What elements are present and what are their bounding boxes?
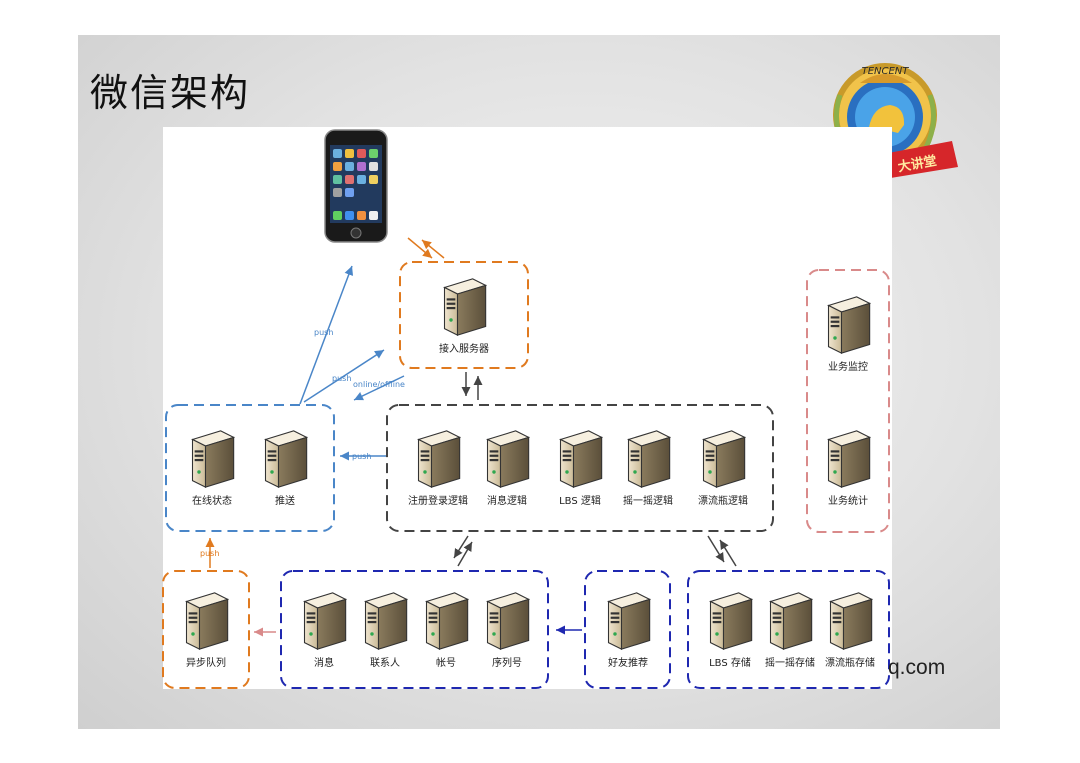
node-label: 帐号 xyxy=(436,658,456,669)
node-contacts-store: 联系人 xyxy=(345,590,425,669)
node-shake-store: 摇一摇存储 xyxy=(750,590,830,669)
node-async-queue: 异步队列 xyxy=(166,590,246,669)
node-label: 在线状态 xyxy=(192,496,232,507)
node-label: 序列号 xyxy=(492,658,522,669)
node-label: 异步队列 xyxy=(186,658,226,669)
server-icon xyxy=(186,428,238,490)
node-label: 推送 xyxy=(275,496,295,507)
node-friend-recommend: 好友推荐 xyxy=(588,590,668,669)
group-logic-border xyxy=(386,404,774,532)
server-icon xyxy=(420,590,472,652)
server-icon xyxy=(602,590,654,652)
node-message-logic: 消息逻辑 xyxy=(467,428,547,507)
node-message-store: 消息 xyxy=(284,590,364,669)
node-drift-bottle-logic: 漂流瓶逻辑 xyxy=(683,428,763,507)
node-label: 业务监控 xyxy=(828,362,868,373)
node-label: 好友推荐 xyxy=(608,658,648,669)
url-fragment-text: q.com xyxy=(888,656,946,679)
badge-top-text: TENCENT xyxy=(862,66,910,77)
group-monitor-border xyxy=(806,269,890,533)
edge-label-push-access: push xyxy=(332,374,351,383)
server-icon xyxy=(359,590,411,652)
server-icon xyxy=(554,428,606,490)
node-business-monitor: 业务监控 xyxy=(808,294,888,373)
node-account-store: 帐号 xyxy=(406,590,486,669)
architecture-diagram xyxy=(163,127,892,689)
node-push: 推送 xyxy=(245,428,325,507)
node-label: 接入服务器 xyxy=(439,344,489,355)
badge-ribbon-text: 大讲堂 xyxy=(897,153,938,176)
node-drift-bottle-store: 漂流瓶存储 xyxy=(810,590,890,669)
edge-label-push-phone: push xyxy=(314,328,333,337)
server-icon xyxy=(481,428,533,490)
node-label: 联系人 xyxy=(370,658,400,669)
node-label: 业务统计 xyxy=(828,496,868,507)
server-icon xyxy=(412,428,464,490)
server-icon xyxy=(298,590,350,652)
node-label: LBS 逻辑 xyxy=(559,496,601,507)
group-access-border xyxy=(399,261,529,369)
server-icon xyxy=(180,590,232,652)
node-online-status: 在线状态 xyxy=(172,428,252,507)
slide-title: 微信架构 xyxy=(90,71,251,115)
node-label: 消息逻辑 xyxy=(487,496,527,507)
edge-label-push-status: push xyxy=(352,452,371,461)
node-label: 消息 xyxy=(314,658,334,669)
server-icon xyxy=(622,428,674,490)
mobile-phone-icon xyxy=(324,129,388,243)
node-lbs-logic: LBS 逻辑 xyxy=(540,428,620,507)
node-label: 摇一摇存储 xyxy=(765,658,815,669)
edge-label-online-offline: online/offline xyxy=(353,380,405,389)
node-label: 注册登录逻辑 xyxy=(408,496,468,507)
server-icon xyxy=(822,294,874,356)
server-icon xyxy=(824,590,876,652)
edge-label-push-queue: push xyxy=(200,549,219,558)
node-label: 漂流瓶存储 xyxy=(825,658,875,669)
server-icon xyxy=(481,590,533,652)
server-icon xyxy=(438,276,490,338)
node-sequence-store: 序列号 xyxy=(467,590,547,669)
node-access-server: 接入服务器 xyxy=(424,276,504,355)
group-status-border xyxy=(165,404,335,532)
server-icon xyxy=(259,428,311,490)
server-icon xyxy=(704,590,756,652)
server-icon xyxy=(764,590,816,652)
group-storage-ext-border xyxy=(687,570,890,689)
node-label: 漂流瓶逻辑 xyxy=(698,496,748,507)
node-label: 摇一摇逻辑 xyxy=(623,496,673,507)
node-lbs-store: LBS 存储 xyxy=(690,590,770,669)
node-register-login-logic: 注册登录逻辑 xyxy=(398,428,478,507)
group-storage-main-border xyxy=(280,570,549,689)
server-icon xyxy=(822,428,874,490)
server-icon xyxy=(697,428,749,490)
node-label: LBS 存储 xyxy=(709,658,751,669)
node-shake-logic: 摇一摇逻辑 xyxy=(608,428,688,507)
node-business-stats: 业务统计 xyxy=(808,428,888,507)
